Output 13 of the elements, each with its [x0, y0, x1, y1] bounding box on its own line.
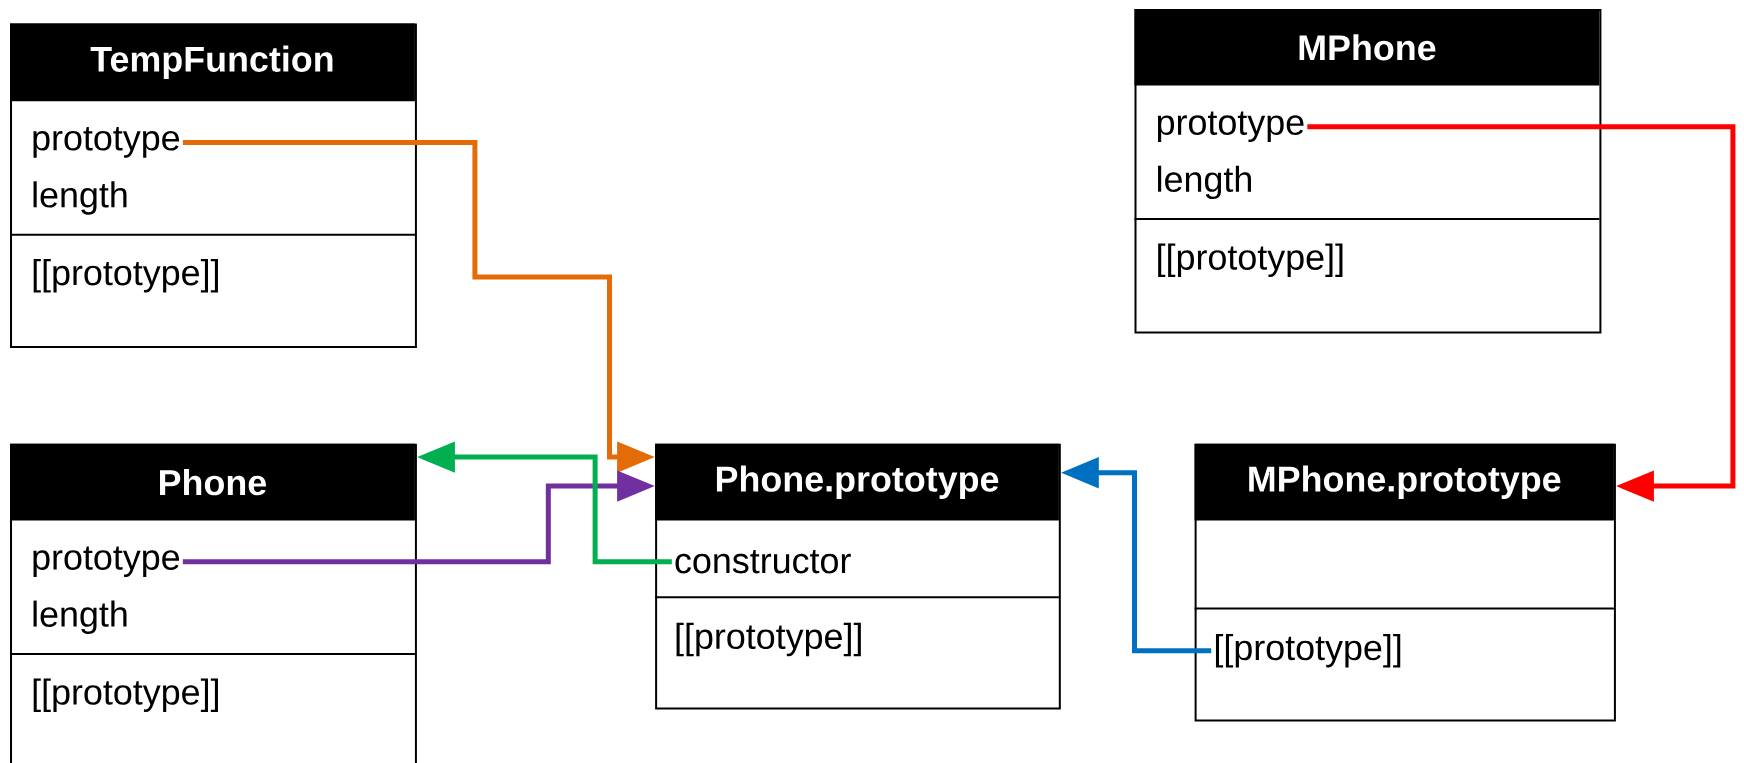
- field-text: [[prototype]]: [1158, 243, 1343, 277]
- field-text: [[prototype]]: [33, 259, 218, 293]
- field-text: length: [1158, 165, 1251, 200]
- field-text: constructor: [675, 549, 851, 574]
- field-text: [[prototype]]: [33, 678, 218, 712]
- field-text: length: [33, 600, 127, 634]
- field-text: [[prototype]]: [1215, 634, 1401, 668]
- field-text: prototype: [33, 546, 180, 577]
- field-text: prototype: [33, 127, 180, 158]
- field-text: length: [33, 181, 127, 215]
- arrow: [1307, 124, 1736, 502]
- field-text: prototype: [1157, 111, 1304, 143]
- field-text: [[prototype]]: [676, 622, 861, 657]
